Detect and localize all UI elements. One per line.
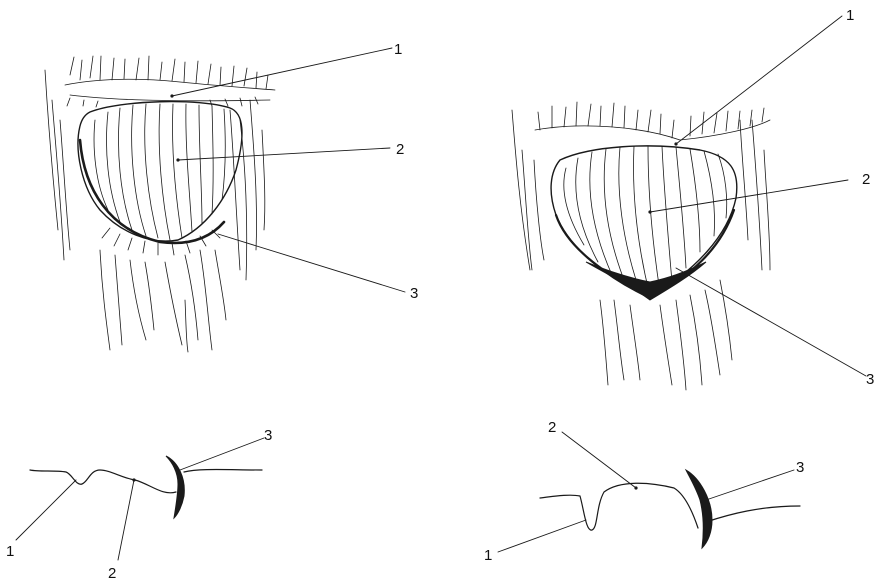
label-3: 3 bbox=[866, 371, 874, 388]
label-2: 2 bbox=[108, 565, 116, 582]
upper-fold-hairs bbox=[535, 102, 770, 140]
label-2: 2 bbox=[396, 141, 404, 158]
lower-rim-hatched bbox=[80, 140, 224, 243]
label-1: 1 bbox=[846, 7, 854, 24]
shield-outline bbox=[78, 102, 242, 241]
leader-lines bbox=[498, 432, 794, 552]
shield-outline bbox=[551, 146, 737, 298]
label-1: 1 bbox=[484, 547, 492, 564]
profile-line-right bbox=[184, 470, 262, 473]
background-hair-strands bbox=[512, 110, 770, 390]
leader-point bbox=[170, 94, 173, 97]
profile-line-right bbox=[706, 506, 800, 522]
shield-striations bbox=[564, 146, 727, 296]
panel-bottom-right: 1 2 3 bbox=[484, 419, 804, 564]
label-3: 3 bbox=[264, 427, 272, 444]
background-hair-strands bbox=[45, 70, 265, 352]
leader-point bbox=[634, 486, 637, 489]
label-1: 1 bbox=[6, 543, 14, 560]
label-2: 2 bbox=[862, 171, 870, 188]
label-3: 3 bbox=[410, 285, 418, 302]
profile-line bbox=[540, 483, 698, 530]
upper-fold-hairs bbox=[65, 56, 275, 107]
label-2: 2 bbox=[548, 419, 556, 436]
leader-point bbox=[648, 210, 651, 213]
leader-lines bbox=[16, 438, 264, 560]
panel-top-right: 1 2 3 bbox=[512, 7, 874, 390]
hatched-crescent bbox=[166, 456, 184, 518]
panel-top-left: 1 2 3 bbox=[45, 41, 418, 352]
label-3: 3 bbox=[796, 459, 804, 476]
profile-line bbox=[30, 470, 176, 493]
leader-point bbox=[176, 158, 179, 161]
panel-bottom-left: 1 2 3 bbox=[6, 427, 272, 582]
dark-wedge bbox=[586, 262, 706, 300]
leader-point bbox=[674, 142, 677, 145]
label-1: 1 bbox=[394, 41, 402, 58]
leader-point bbox=[132, 478, 135, 481]
